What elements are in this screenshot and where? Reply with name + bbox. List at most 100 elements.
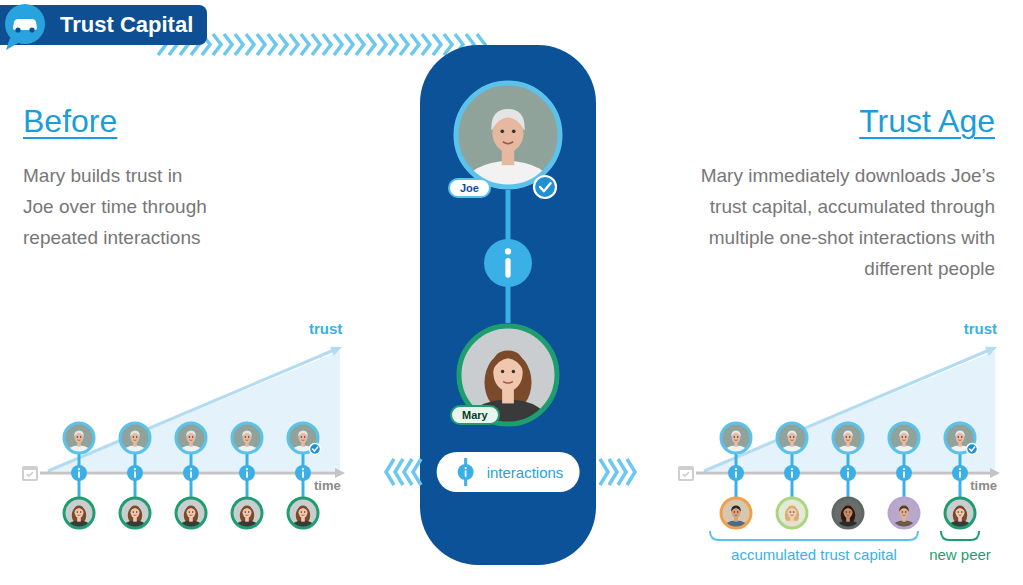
portrait [721,498,751,536]
chevron-stripe [301,34,309,55]
chevron-stripe [389,34,397,55]
portrait [78,514,81,516]
photo-circle [453,80,563,190]
portrait [734,511,736,513]
portrait-ring [456,83,560,187]
portrait [242,431,252,437]
chevron-stripe [413,459,421,485]
portrait [288,498,318,536]
title-tab [0,5,207,45]
portrait-ring [777,498,807,528]
chevron-stripe [422,34,430,55]
verified-badge [310,444,321,455]
portrait [301,436,303,438]
portrait [189,511,191,513]
portrait [501,370,504,373]
interaction-icon [484,239,532,287]
legend-swatch [451,452,481,492]
interaction-icon [735,472,737,477]
portrait [955,506,965,512]
portrait [492,351,523,372]
portrait [133,511,135,513]
legend-text: interactions [487,464,564,481]
legend-item: interactions [437,452,580,492]
portrait [242,506,252,512]
chevron-stripe [386,459,394,485]
portrait-ring [176,498,206,528]
portrait [905,436,907,438]
chevron-stripe [279,34,287,55]
portrait-ring [64,423,94,453]
photo-node: Mary [456,323,560,427]
interaction-icon [840,465,856,481]
portrait [955,431,965,437]
portrait [130,506,140,512]
portrait [120,498,150,536]
chevron-stripe [312,34,320,55]
interaction-icon [78,472,80,477]
portrait [958,436,960,438]
portrait [304,436,306,438]
chevron-stripe [400,34,408,55]
section-text: Mary immediately downloads Joe’s trust c… [695,160,995,284]
portrait [512,370,515,373]
portrait [791,514,794,516]
portrait [302,439,305,441]
interaction-icon [134,472,136,477]
calendar-icon [27,472,33,476]
check-mark [540,183,550,191]
interaction-icon [847,472,849,477]
portrait [833,423,863,461]
interaction-icon [505,248,511,254]
portrait [134,439,137,441]
interaction-icon [71,465,87,481]
portrait [958,511,960,513]
portrait [136,436,138,438]
portrait-ring [721,498,751,528]
portrait-ring [945,498,975,528]
calendar-icon [24,470,36,479]
portrait [186,506,196,512]
portrait [846,511,848,513]
name-badge: Mary [450,405,500,425]
portrait [899,431,909,437]
center-panel [420,45,596,565]
portrait-ring [120,498,150,528]
trust-line [48,348,339,471]
interaction-icon [791,468,793,470]
portrait [136,511,138,513]
verified-badge [967,444,978,455]
portrait [843,506,853,512]
portrait [899,506,909,512]
chevron-stripe [367,34,375,55]
portrait [731,506,741,512]
portrait [959,514,962,516]
section-text: Mary builds trust in Joe over time throu… [23,160,215,253]
interaction-icon [134,468,136,470]
title: Trust Capital [60,12,193,38]
portrait [176,423,206,461]
interaction-icon [78,468,80,470]
chevron-stripe [600,459,608,485]
trust-line [704,348,994,471]
portrait [298,431,308,437]
interaction-icon [784,465,800,481]
interaction-icon [302,468,304,470]
portrait [80,436,82,438]
interaction-icon [791,472,793,477]
portrait [190,514,193,516]
portrait [186,431,196,437]
portrait-ring [232,498,262,528]
section-heading: Trust Age [859,102,995,140]
portrait [737,436,739,438]
portrait-ring [721,423,751,453]
portrait-ring [232,423,262,453]
interaction-icon [959,468,961,470]
portrait [777,423,807,461]
portrait [735,514,738,516]
portrait [74,431,84,437]
portrait [192,436,194,438]
interaction-icon [735,468,737,470]
portrait [945,498,975,536]
